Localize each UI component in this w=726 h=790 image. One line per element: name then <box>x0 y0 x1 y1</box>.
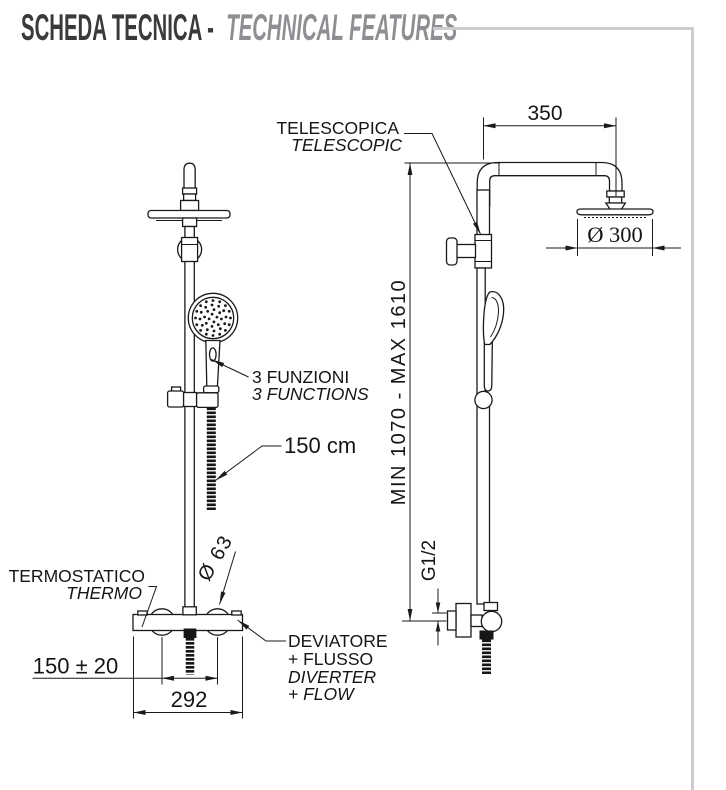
label-diverter-l3: DIVERTER <box>288 667 377 687</box>
side-view <box>445 161 654 674</box>
handshower-side <box>482 291 505 392</box>
mode-button <box>208 347 217 362</box>
frame-line-vertical <box>690 27 694 790</box>
title-italian: SCHEDA TECNICA - <box>21 7 214 48</box>
label-functions-en: 3 FUNCTIONS <box>252 384 369 404</box>
slider-bracket <box>166 386 219 409</box>
label-telescopic-it: TELESCOPICA <box>276 118 399 138</box>
title-english: TECHNICAL FEATURES <box>226 7 458 48</box>
dim-inlet-thread: G1/2 <box>419 540 440 581</box>
top-pipe <box>179 162 200 212</box>
label-diverter-l2: + FLUSSO <box>288 649 373 669</box>
column-pipe-front <box>184 225 195 609</box>
frame-line-horizontal <box>433 27 693 30</box>
label-thermostatic-en: THERMO <box>66 583 142 603</box>
overhead-shower-front <box>147 209 231 228</box>
dim-height-range: MIN 1070 - MAX 1610 <box>388 279 410 505</box>
dimensions: 350 Ø 300 MIN 1070 - MAX 1610 G1/2 <box>9 102 681 719</box>
label-hose-length: 150 cm <box>284 433 356 458</box>
valve-front <box>132 606 244 675</box>
page-title: SCHEDA TECNICA - TECHNICAL FEATURES <box>21 9 457 46</box>
dim-arm-length: 350 <box>527 102 562 125</box>
label-functions-it: 3 FUNZIONI <box>252 367 349 387</box>
label-diverter-l4: + FLOW <box>288 684 355 704</box>
dim-head-diameter: Ø 300 <box>587 222 643 247</box>
dim-inlet-spacing: 150 ± 20 <box>33 654 118 679</box>
slider-knob-side <box>474 390 493 410</box>
overhead-shower-side <box>576 208 654 218</box>
label-thermostatic-it: TERMOSTATICO <box>9 566 145 586</box>
wall-bracket <box>445 237 477 266</box>
label-diverter-l1: DEVIATORE <box>288 631 388 651</box>
telescopic-collar <box>474 233 493 269</box>
label-telescopic-en: TELESCOPIC <box>291 135 402 155</box>
column-lower-tube <box>476 405 491 605</box>
dim-knob-diameter: Ø 63 <box>194 531 238 585</box>
connector-block <box>180 236 199 263</box>
handshower-front <box>187 292 239 394</box>
front-view <box>132 162 244 675</box>
spray-nozzles <box>194 299 232 337</box>
dim-body-width: 292 <box>171 687 208 712</box>
valve-side <box>446 601 503 674</box>
